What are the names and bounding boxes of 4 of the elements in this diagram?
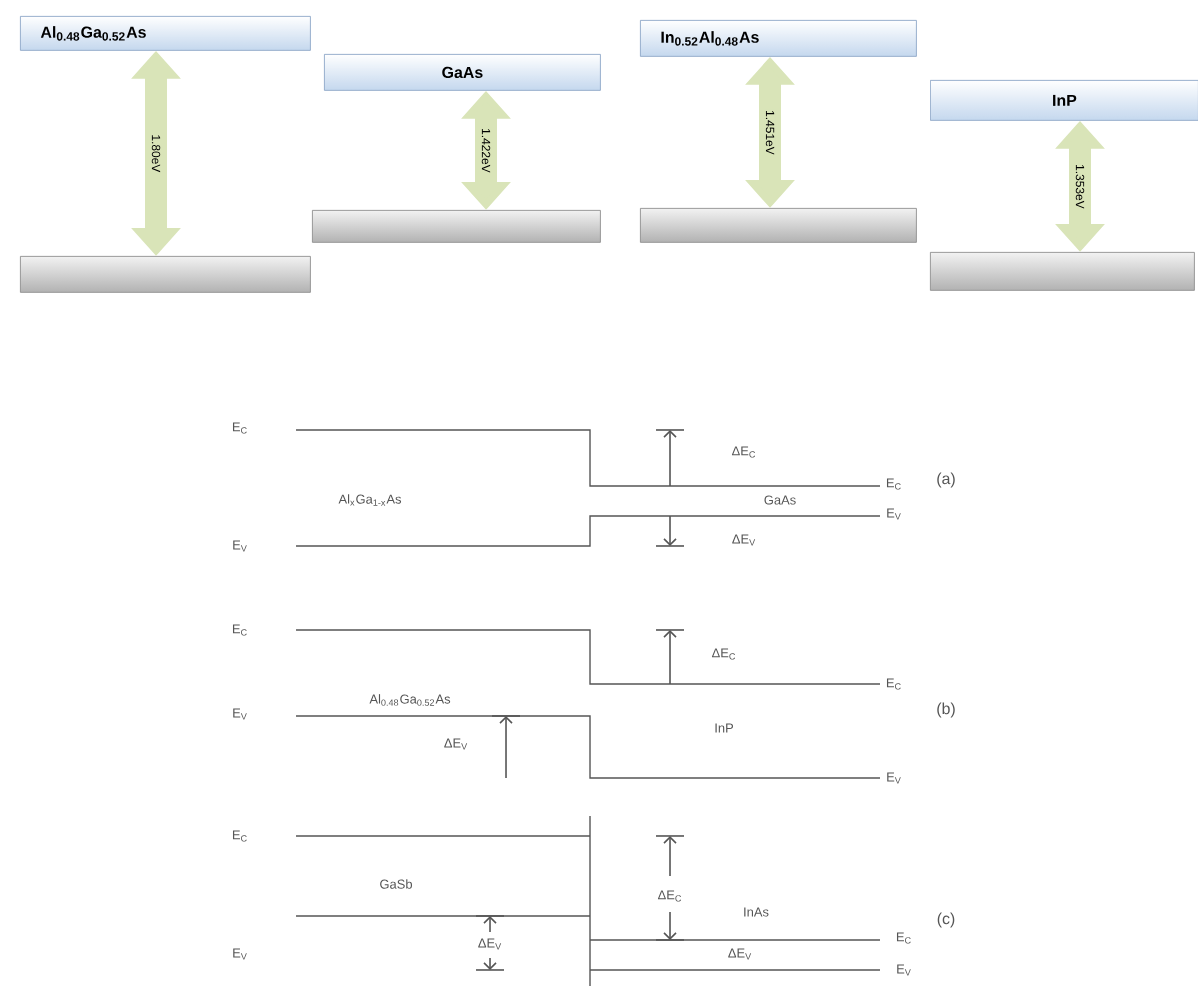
band-bar xyxy=(930,252,1195,291)
band-bar xyxy=(20,256,311,293)
band-bar xyxy=(312,210,601,243)
band-bar xyxy=(640,208,917,243)
